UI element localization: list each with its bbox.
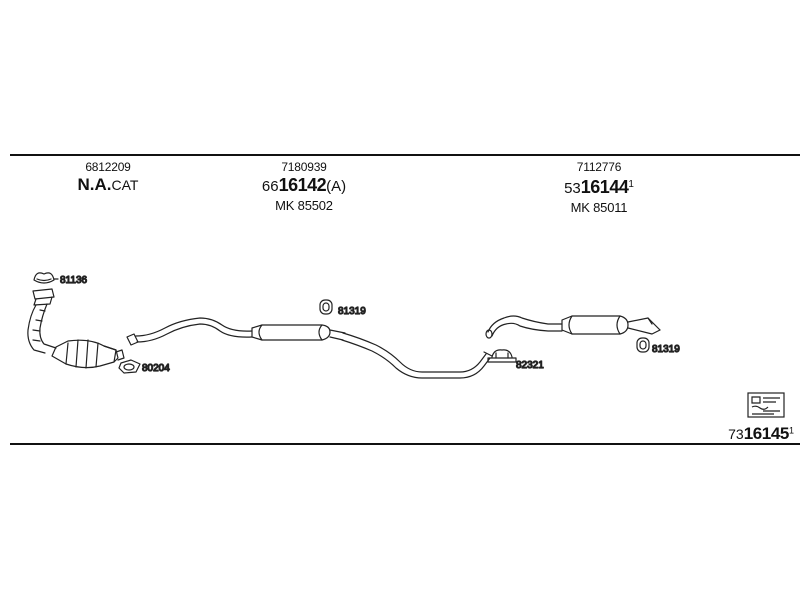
catalytic-converter-part (51, 339, 125, 369)
rear-code-main: 16144 (580, 177, 629, 197)
front-clamp-label: 81136 (60, 275, 88, 286)
intermediate-pipe-part (341, 332, 493, 379)
mid-pipe-part (126, 317, 253, 346)
mid-code-prefix: 66 (261, 178, 279, 195)
rear-part-code: 53161441 (564, 175, 634, 199)
mid-part-code: 6616142(A) (262, 175, 346, 197)
kit-code-sup: 1 (788, 425, 794, 436)
rear-ref-number: 7112776 (576, 160, 622, 174)
rear-silencer-part (561, 315, 661, 335)
header-col-mid: 7180939 6616142(A) MK 85502 (262, 160, 346, 214)
cat-label-bold: N.A. (77, 175, 112, 194)
mid-silencer-part (251, 324, 346, 341)
cat-label: N.A.CAT (78, 175, 139, 196)
rear-hanger-label: 81319 (652, 344, 680, 355)
mid-code-main: 16142 (278, 175, 327, 195)
kit-code-prefix: 73 (728, 426, 744, 442)
bottom-rule (10, 443, 800, 445)
rear-code-sup: 1 (628, 179, 634, 190)
mid-code-suffix: (A) (326, 178, 347, 195)
front-clamp-part (33, 272, 59, 284)
cat-label-suffix: CAT (111, 177, 139, 193)
mid-mk-number: MK 85502 (275, 198, 333, 213)
rear-clamp-part (487, 349, 517, 363)
rear-hanger-part (636, 337, 650, 353)
rear-pipe-part (485, 315, 563, 339)
front-gasket-part (118, 359, 141, 374)
downpipe-part (27, 288, 57, 354)
top-rule (10, 154, 800, 156)
kit-code-main: 16145 (743, 424, 790, 443)
cat-ref-number: 6812209 (85, 160, 131, 174)
front-gasket-label: 80204 (142, 363, 170, 374)
header-col-rear: 7112776 53161441 MK 85011 (564, 160, 634, 216)
header-col-cat: 6812209 N.A.CAT (78, 160, 139, 196)
catalog-book-icon (747, 392, 785, 418)
rear-mk-number: MK 85011 (570, 200, 628, 215)
mid-hanger-part (319, 299, 333, 315)
rear-clamp-label: 82321 (516, 360, 544, 371)
mid-ref-number: 7180939 (281, 160, 327, 174)
kit-code: 73161451 (728, 424, 794, 444)
mid-hanger-label: 81319 (338, 306, 366, 317)
rear-code-prefix: 53 (564, 180, 581, 197)
